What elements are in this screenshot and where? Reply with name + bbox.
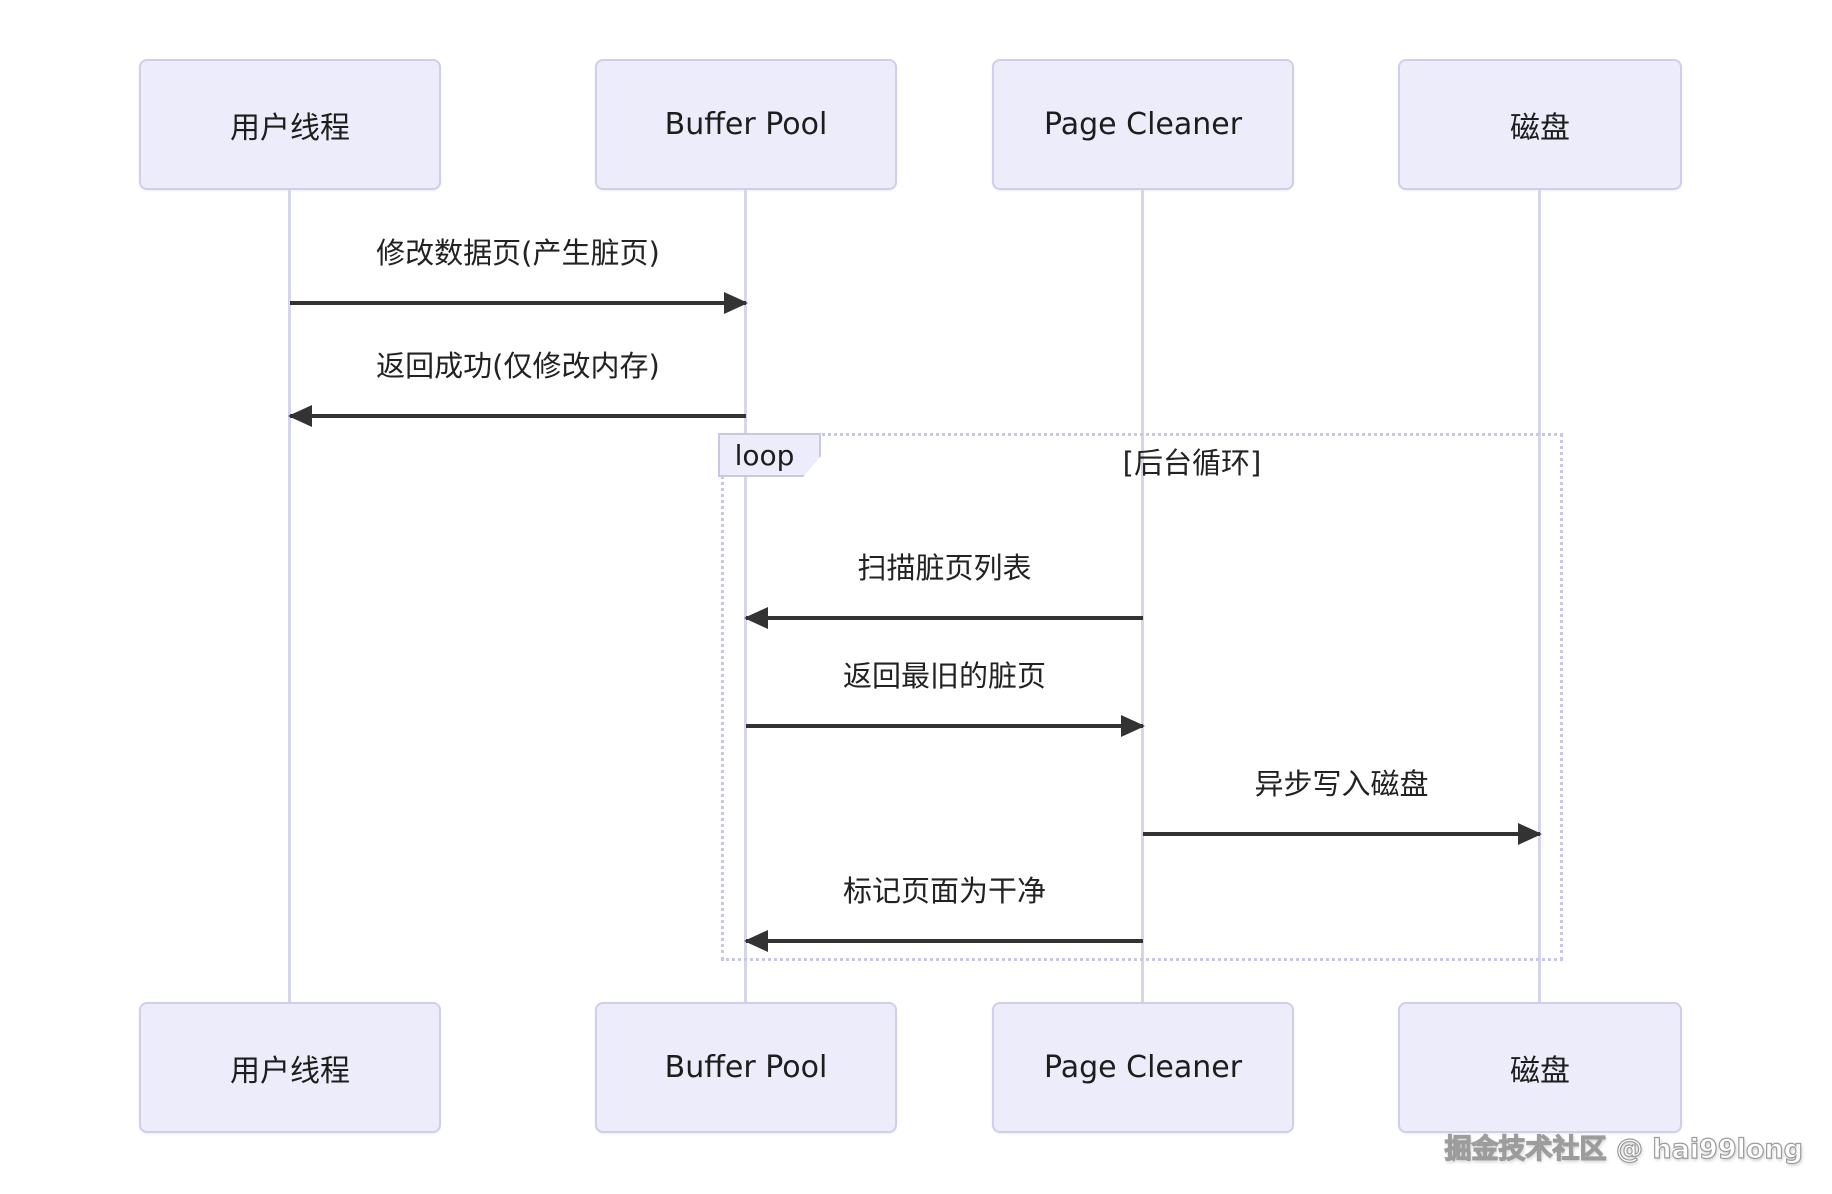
actor-box-page-cleaner-bottom: Page Cleaner bbox=[992, 1002, 1294, 1133]
message-arrow-left bbox=[290, 414, 746, 418]
actor-label: Page Cleaner bbox=[1043, 107, 1243, 142]
message-label: 扫描脏页列表 bbox=[857, 551, 1032, 585]
message-arrow-right bbox=[1143, 832, 1540, 836]
actor-box-page-cleaner-top: Page Cleaner bbox=[992, 59, 1294, 190]
message-arrow-left bbox=[746, 939, 1143, 943]
watermark: 掘金技术社区 @ hai99long bbox=[1444, 1133, 1804, 1165]
actor-label: 磁盘 bbox=[1510, 110, 1570, 146]
actor-box-disk-bottom: 磁盘 bbox=[1398, 1002, 1682, 1133]
message-label: 异步写入磁盘 bbox=[1254, 767, 1429, 801]
lifeline-disk bbox=[1538, 190, 1541, 1002]
lifeline-user-thread bbox=[288, 190, 291, 1002]
actor-label: Buffer Pool bbox=[664, 1050, 828, 1085]
lifeline-buffer-pool bbox=[744, 190, 747, 1002]
message-arrow-left bbox=[746, 616, 1143, 620]
message-async-write-disk: 异步写入磁盘 bbox=[1143, 764, 1540, 838]
message-arrow-right bbox=[746, 724, 1143, 728]
message-label: 修改数据页(产生脏页) bbox=[376, 236, 660, 270]
message-label: 返回最旧的脏页 bbox=[842, 659, 1046, 693]
message-modify-data-page: 修改数据页(产生脏页) bbox=[290, 233, 746, 307]
actor-box-disk-top: 磁盘 bbox=[1398, 59, 1682, 190]
actor-box-user-thread-top: 用户线程 bbox=[139, 59, 441, 190]
message-label: 返回成功(仅修改内存) bbox=[376, 349, 660, 383]
loop-label-text: loop bbox=[734, 438, 795, 472]
message-mark-page-clean: 标记页面为干净 bbox=[746, 871, 1143, 945]
actor-label: 用户线程 bbox=[230, 1053, 350, 1089]
message-scan-dirty-list: 扫描脏页列表 bbox=[746, 548, 1143, 622]
loop-frame bbox=[721, 433, 1563, 961]
actor-label: 用户线程 bbox=[230, 110, 350, 146]
actor-label: Page Cleaner bbox=[1043, 1050, 1243, 1085]
lifeline-page-cleaner bbox=[1141, 190, 1144, 1002]
message-arrow-right bbox=[290, 301, 746, 305]
message-return-success: 返回成功(仅修改内存) bbox=[290, 346, 746, 420]
loop-condition: [后台循环] bbox=[1122, 446, 1262, 480]
loop-label: loop bbox=[718, 433, 821, 477]
actor-box-buffer-pool-bottom: Buffer Pool bbox=[595, 1002, 897, 1133]
message-return-oldest-dirty: 返回最旧的脏页 bbox=[746, 656, 1143, 730]
actor-box-user-thread-bottom: 用户线程 bbox=[139, 1002, 441, 1133]
message-label: 标记页面为干净 bbox=[842, 874, 1046, 908]
actor-label: 磁盘 bbox=[1510, 1053, 1570, 1089]
actor-box-buffer-pool-top: Buffer Pool bbox=[595, 59, 897, 190]
actor-label: Buffer Pool bbox=[664, 107, 828, 142]
